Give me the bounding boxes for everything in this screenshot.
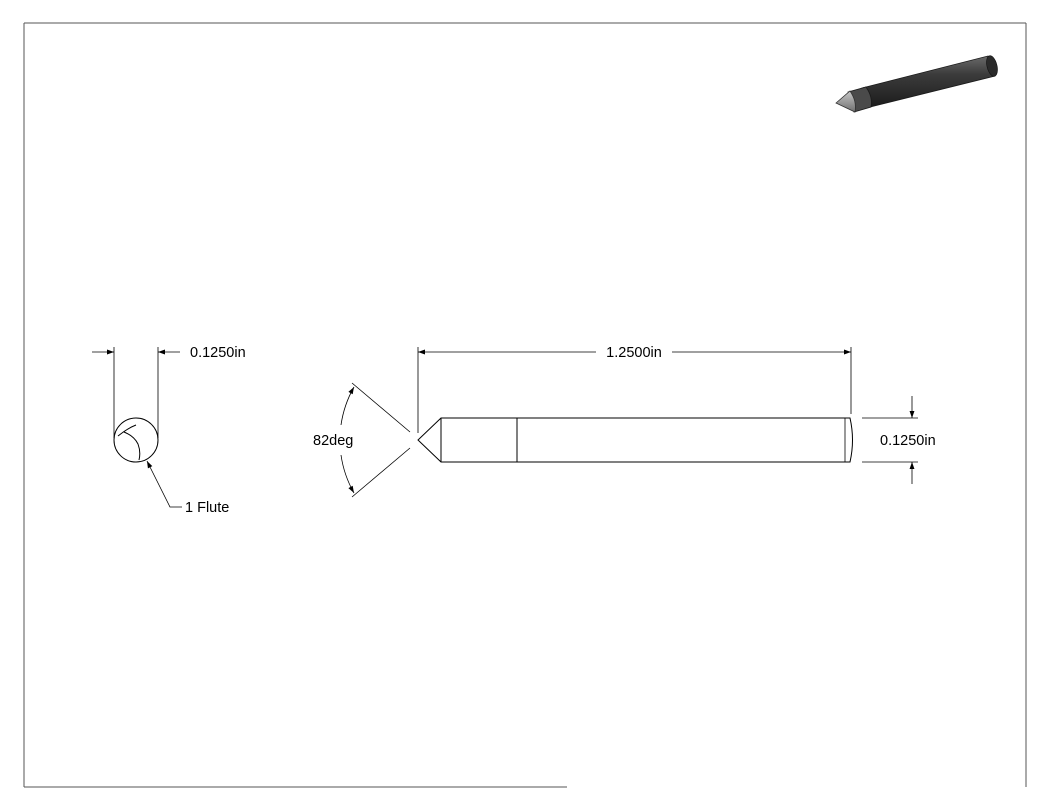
angle-extension-upper: [351, 382, 411, 433]
flute-label: 1 Flute: [185, 500, 229, 516]
end-view: 0.1250in 1 Flute: [92, 345, 246, 516]
angle-arc-lower: [340, 454, 355, 494]
flute-leader: [146, 460, 182, 508]
iso-view: [835, 55, 998, 113]
iso-tip: [835, 90, 856, 113]
diameter-label: 0.1250in: [880, 433, 936, 449]
tool-outline: [417, 417, 853, 463]
length-label: 1.2500in: [606, 345, 662, 361]
side-view: 1.2500in 82deg 0.1250in: [313, 345, 936, 498]
end-view-diameter-label: 0.1250in: [190, 345, 246, 361]
iso-shank: [861, 55, 997, 108]
sheet-border: [23, 22, 1027, 788]
flute-edge: [117, 424, 141, 461]
angle-arc-upper: [340, 386, 355, 426]
angle-label: 82deg: [313, 433, 353, 449]
iso-shank-end: [986, 55, 998, 77]
angle-extension-lower: [351, 447, 411, 498]
